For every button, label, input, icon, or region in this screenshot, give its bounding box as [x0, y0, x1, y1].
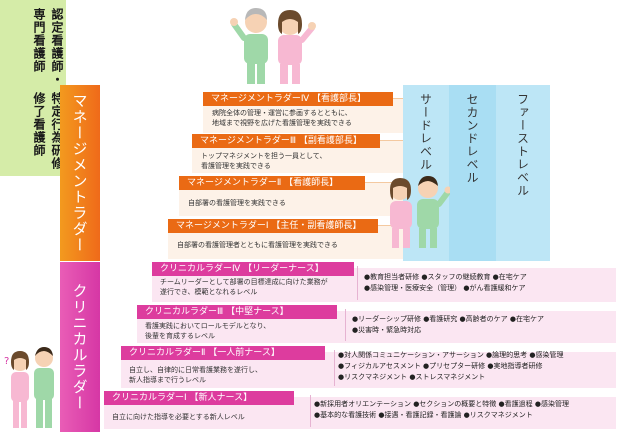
- management-ladder-3-desc: トップマネジメントを担う一員として、 看護管理を実践できる: [201, 152, 327, 170]
- clinical-ladder-1-trainings: ●新採用者オリエンテーション ●セクションの概要と特徴 ●看護過程 ●感染管理 …: [314, 400, 569, 419]
- svg-text:?: ?: [4, 356, 9, 367]
- clinical-ladder-1-title: クリニカルラダーⅠ 【新人ナース】: [104, 391, 294, 405]
- clinical-ladder-4-trainings: ●教育担当者研修 ●スタッフの継続教育 ●在宅ケア ●感染管理・医療安全（管理）…: [364, 273, 527, 292]
- first-level-column: ファーストレベル: [496, 85, 550, 261]
- management-ladder-2-desc: 自部署の看護管理を実践できる: [188, 199, 286, 207]
- management-ladder-1-desc: 自部署の看護管理者とともに看護管理を実践できる: [177, 241, 338, 249]
- clinical-ladder-4-title: クリニカルラダーⅣ 【リーダーナース】: [152, 262, 354, 276]
- management-ladder-label: マネージメントラダー: [60, 85, 100, 261]
- clinical-ladder-2-separator: [334, 350, 335, 386]
- clinical-ladder-4-separator: [357, 266, 358, 300]
- clinical-ladder-4-desc: チームリーダーとして部署の目標達成に向けた業務が 遂行でき、模範となれるレベル: [160, 278, 328, 296]
- clinical-ladder-3-desc: 看護実践においてロールモデルとなり、 後輩を育成するレベル: [145, 322, 271, 340]
- clinical-ladder-3-trainings: ●リーダーシップ研修 ●看護研究 ●高齢者のケア ●在宅ケア ●災害時・緊急時対…: [352, 315, 544, 334]
- nurse-face: [245, 11, 267, 33]
- clinical-ladder-1-separator: [310, 395, 311, 427]
- nurses-middle-illustration: [390, 176, 450, 248]
- clinical-ladder-label: クリニカルラダー: [60, 262, 100, 432]
- clinical-ladder-1-desc: 自立に向けた指導を必要とする新人レベル: [112, 413, 245, 421]
- third-level-column: サードレベル: [403, 85, 449, 261]
- certified-line-1: 認定看護師・専門看護師: [32, 8, 64, 86]
- management-ladder-3-title: マネージメントラダーⅢ 【副看護部長】: [192, 134, 380, 148]
- management-ladder-1-title: マネージメントラダーⅠ 【主任・副看護師長】: [168, 219, 378, 233]
- clinical-ladder-2-title: クリニカルラダーⅡ 【一人前ナース】: [121, 346, 325, 360]
- management-ladder-2-title: マネージメントラダーⅡ 【看護師長】: [179, 176, 365, 190]
- second-level-column: セカンドレベル: [449, 85, 496, 261]
- management-ladder-4-desc: 病院全体の管理・運営に参画するとともに、 地域まで視野を広げた看護管理を実践でき…: [212, 109, 352, 127]
- management-ladder-4-title: マネージメントラダーⅣ 【看護部長】: [203, 92, 393, 106]
- clinical-ladder-2-trainings: ●対人関係コミュニケーション・アサーション ●論理的思考 ●感染管理 ●フィジカ…: [338, 351, 564, 381]
- nurses-top-illustration: [230, 8, 316, 84]
- clinical-ladder-2-desc: 自立し、自律的に日常看護業務を遂行し、 新人指導まで行うレベル: [129, 366, 262, 384]
- clinical-ladder-3-separator: [345, 309, 346, 341]
- certified-nurse-column: 認定看護師・専門看護師 特定行為研修修了看護師: [0, 0, 66, 176]
- nurses-bottom-illustration: ?: [4, 347, 54, 428]
- clinical-ladder-3-title: クリニカルラダーⅢ 【中堅ナース】: [137, 305, 337, 319]
